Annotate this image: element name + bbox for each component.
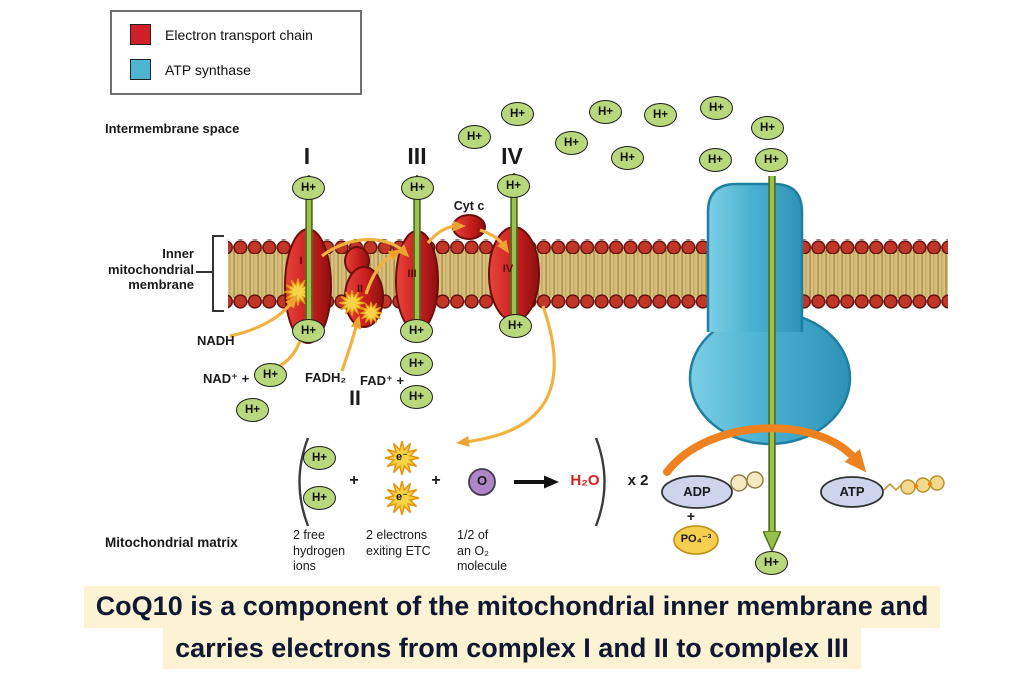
cyt-c-shape [452,214,486,240]
equation-shapes [298,437,606,527]
h-plus-token: H+ [501,102,534,126]
h-plus-token: H+ [458,125,491,149]
h-plus-token: H+ [755,551,788,575]
h-plus-token: H+ [303,446,336,470]
etc-color-swatch [130,24,151,45]
legend-item-atp-synthase: ATP synthase [130,59,360,80]
adp-atp-shapes [661,471,945,555]
cyt-c-label: Cyt c [453,199,485,213]
h-plus-token: H+ [400,319,433,343]
caption-row: CoQ10 is a component of the mitochondria… [0,586,1024,628]
note-half-o2: 1/2 of an O₂ molecule [457,528,508,574]
complex-IV-header: IV [501,143,523,169]
atp-phosphate-circle [915,477,931,493]
plus-sign: + [686,508,696,524]
h-plus-token: H+ [499,314,532,338]
membrane-bracket [196,235,224,312]
complex-I-numeral: I [299,255,303,267]
plus-sign: + [349,472,359,489]
intermembrane-space-label: Intermembrane space [105,121,240,136]
electron-label: e⁻ [396,491,408,503]
caption-line-1: CoQ10 is a component of the mitochondria… [83,586,941,628]
h-plus-token: H+ [401,176,434,200]
x2-label: x 2 [627,472,649,489]
adp-side-circle [730,474,748,492]
h-plus-token: H+ [497,174,530,198]
adp-side-circle [746,471,764,489]
complex-I-header: I [303,143,311,169]
h-plus-token: H+ [555,131,588,155]
atp-label: ATP [839,484,865,499]
right-paren [594,437,606,527]
h-plus-token: H+ [755,148,788,172]
h-plus-token: H+ [254,363,287,387]
h-plus-token: H+ [303,486,336,510]
atp-shape [820,476,884,508]
phosphate-label: PO₄⁻³ [680,533,712,545]
adp-label: ADP [683,484,711,499]
fad-plus-label: FAD⁺ + [360,373,405,388]
h-plus-token: H+ [292,176,325,200]
note-electrons: 2 electrons exiting ETC [366,528,431,558]
complex-II-numeral: II [356,283,364,295]
legend-label-etc: Electron transport chain [165,26,313,43]
h-plus-token: H+ [699,148,732,172]
oxygen-shape [468,468,496,496]
legend-label-atp-synthase: ATP synthase [165,61,251,78]
h-plus-token: H+ [589,100,622,124]
atp-phosphate-circle [929,475,945,491]
phosphate-shape [673,525,719,555]
plus-sign: + [431,472,441,489]
caption-line-2: carries electrons from complex I and II … [163,627,861,670]
caption: CoQ10 is a component of the mitochondria… [0,586,1024,670]
h-plus-token: H+ [400,352,433,376]
electron-label: e⁻ [396,451,408,463]
atp-bond-dot [913,483,919,489]
legend-item-etc: Electron transport chain [130,24,360,45]
note-free-hydrogen: 2 free hydrogen ions [293,528,346,574]
atp-bond-zigzag [883,482,903,492]
electron-flow-arrows [229,220,556,447]
atp-bond-dot [927,481,933,487]
mitochondrial-matrix-label: Mitochondrial matrix [105,535,238,550]
h-plus-token: H+ [700,96,733,120]
inner-membrane-bilayer [228,239,948,309]
complex-II-header: II [349,387,361,410]
legend: Electron transport chain ATP synthase [110,10,362,95]
inner-membrane-label: Inner mitochondrial membrane [108,246,194,293]
complex-III-header: III [407,143,427,169]
h-plus-token: H+ [400,385,433,409]
water-label: H₂O [570,472,600,489]
h-plus-token: H+ [611,146,644,170]
fadh2-label: FADH₂ [305,370,347,385]
nad-plus-label: NAD⁺ + [203,371,250,386]
adp-atp-arrow [663,424,867,476]
h-plus-token: H+ [644,103,677,127]
complex-III-numeral: III [407,268,417,280]
caption-row: carries electrons from complex I and II … [0,627,1024,670]
complex-IV-numeral: IV [502,263,514,275]
nadh-label: NADH [197,333,235,348]
h-plus-token: H+ [751,116,784,140]
h-plus-token: H+ [292,319,325,343]
h-plus-token: H+ [236,398,269,422]
atp-phosphate-circle [900,479,916,495]
left-paren [298,437,310,527]
proton-arrows [309,176,772,536]
oxygen-label: O [476,473,488,488]
adp-shape [661,475,733,509]
atp-synthase-color-swatch [130,59,151,80]
